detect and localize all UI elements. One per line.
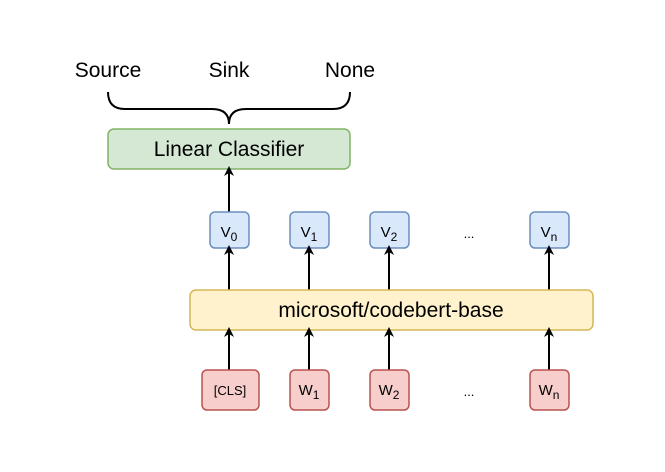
vector-label-vn: Vn <box>541 224 558 244</box>
token-label-wn: Wn <box>539 382 560 402</box>
curly-brace <box>107 91 351 125</box>
vector-label-v1: V1 <box>301 224 318 244</box>
token-label-w1: W1 <box>299 382 320 402</box>
linear-classifier-label: Linear Classifier <box>154 138 305 161</box>
token-box-cls <box>201 369 260 411</box>
label-source: Source <box>75 59 142 82</box>
vector-ellipsis: ... <box>464 226 475 241</box>
label-none: None <box>325 59 375 82</box>
token-box-wn <box>529 369 570 411</box>
token-box-w2 <box>369 369 410 411</box>
label-sink: Sink <box>209 59 250 82</box>
vector-label-v0: V0 <box>221 224 238 244</box>
encoder-label: microsoft/codebert-base <box>278 299 503 322</box>
token-box-w1 <box>289 369 330 411</box>
token-label-w2: W2 <box>379 382 400 402</box>
token-ellipsis: ... <box>464 384 475 399</box>
token-label-cls: [CLS] <box>214 383 247 398</box>
vector-label-v2: V2 <box>381 224 398 244</box>
